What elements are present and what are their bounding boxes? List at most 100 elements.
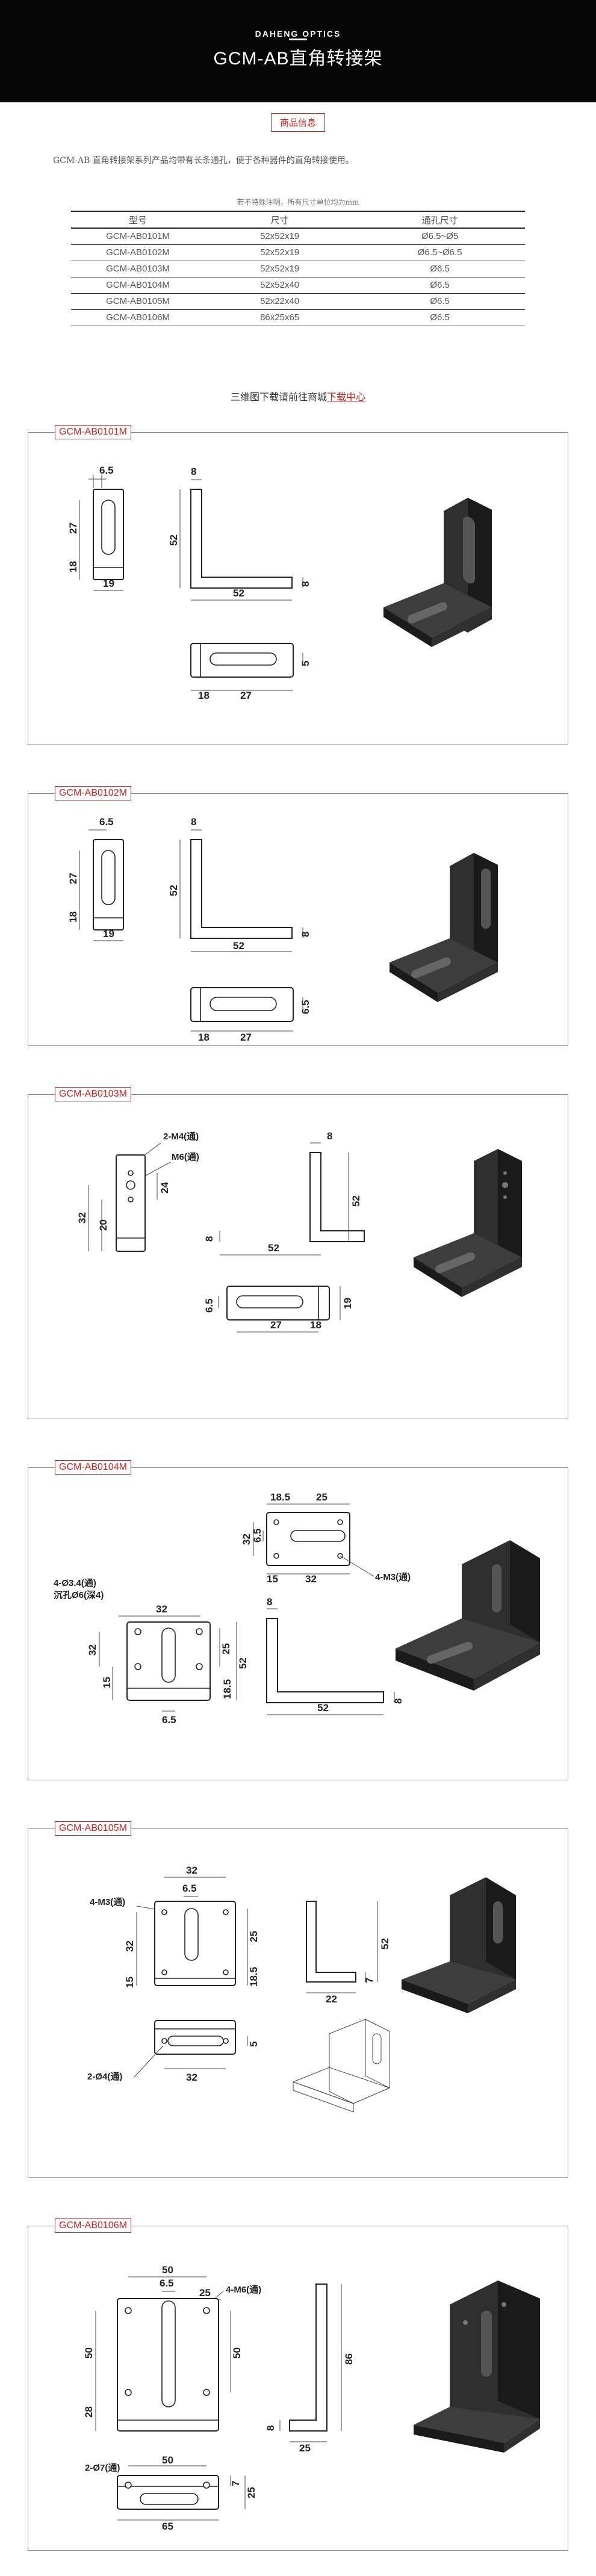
dimension-label: 19	[103, 928, 114, 940]
dimension-label: 25	[299, 2442, 311, 2454]
cell-hole: Ø6.5	[355, 261, 525, 277]
dimension-label: 50	[231, 2347, 243, 2359]
product-render	[402, 1877, 516, 2013]
dimension-label: 27	[240, 690, 252, 701]
dimension-label: M6(通)	[172, 1152, 199, 1162]
dimension-label: 50	[83, 2347, 95, 2359]
dimension-label: 32	[241, 1534, 252, 1545]
cell-model: GCM-AB0101M	[71, 228, 205, 245]
cell-hole: Ø6.5	[355, 309, 525, 326]
dimension-label: 65	[162, 2521, 173, 2532]
drawing-panel-ab0106m: GCM-AB0106M 50 4-M6(通) 6.5 25 50 28 50 8…	[28, 2218, 568, 2551]
dimension-label: 4-M3(通)	[375, 1572, 411, 1582]
dimension-label: 18.5	[248, 1967, 259, 1987]
dimension-label: 5	[300, 661, 311, 666]
dimension-label: 8	[267, 1596, 272, 1608]
dimension-label: 52	[168, 534, 179, 546]
dimension-label: 7	[364, 1978, 375, 1983]
dimension-label: 22	[326, 1993, 337, 2005]
dimension-label: 18	[67, 911, 79, 923]
drawing-panel-ab0105m: GCM-AB0105M 32 4-M3(通) 6.5 32 15 25 18.5…	[28, 1821, 568, 2178]
dimension-label: 4-Ø3.4(通)	[54, 1578, 96, 1588]
download-line: 三维图下载请前往商城下载中心	[0, 389, 596, 403]
product-info-badge: 商品信息	[270, 113, 325, 132]
dimension-label: 6.5	[182, 1883, 197, 1894]
panel-tag: GCM-AB0103M	[55, 1087, 131, 1101]
dimension-label: 8	[191, 466, 196, 477]
dimension-label: 32	[87, 1644, 98, 1656]
dimension-label: 8	[327, 1130, 332, 1142]
panel-tag: GCM-AB0105M	[55, 1821, 131, 1836]
dimension-label: 15	[101, 1677, 113, 1688]
dimension-label: 7	[230, 2481, 241, 2486]
dimension-label: 25	[199, 2287, 211, 2299]
dimension-label: 6.5	[300, 1000, 311, 1014]
dimension-label: 52	[379, 1938, 391, 1949]
drawing-panel-ab0101m: GCM-AB0101M 6.5 27 18 19 8 52 8 52 5 18 …	[28, 425, 568, 745]
table-header-row: 型号 尺寸 通孔尺寸	[71, 211, 525, 229]
cell-size: 52x52x40	[205, 277, 355, 294]
product-render	[383, 498, 492, 647]
brand-name: DAHENG OPTICS	[255, 29, 341, 39]
cell-size: 52x52x19	[205, 244, 355, 261]
wireframe-render	[292, 2019, 391, 2113]
dimension-label: 18	[310, 1319, 321, 1331]
dimension-label: 52	[350, 1195, 362, 1207]
dimension-label: 2-M4(通)	[163, 1132, 199, 1142]
dimension-label: 52	[317, 1702, 329, 1714]
col-model: 型号	[71, 211, 205, 229]
dimension-label: 8	[203, 1236, 215, 1242]
product-render	[390, 853, 498, 1002]
dimension-label: 32	[186, 2072, 197, 2083]
dimension-label: 18	[67, 561, 79, 572]
dimension-label: 2-Ø7(通)	[85, 2463, 120, 2473]
dimension-label: 4-M3(通)	[90, 1897, 125, 1907]
drawing-panel-ab0104m: GCM-AB0104M 18.5 25 32 6.5 15 32 4-M3(通)…	[28, 1460, 568, 1780]
col-hole: 通孔尺寸	[355, 211, 525, 229]
dimension-label: 8	[393, 1698, 404, 1704]
cell-size: 52x52x19	[205, 261, 355, 277]
technical-drawing: 2-M4(通) M6(通) 32 20 24 8 52 8 52 6.5 19 …	[76, 1130, 522, 1333]
dimension-label: 8	[191, 816, 196, 828]
dimension-label: 6.5	[252, 1528, 263, 1543]
download-text: 三维图下载请前往商城	[230, 392, 327, 403]
dimension-label: 4-M6(通)	[226, 2285, 261, 2295]
panel-tag: GCM-AB0106M	[55, 2218, 131, 2233]
cell-model: GCM-AB0104M	[71, 277, 205, 294]
dimension-label: 19	[103, 578, 114, 589]
drawing-panel-ab0103m: GCM-AB0103M 2-M4(通) M6(通) 32 20 24 8 52 …	[28, 1087, 568, 1419]
cell-size: 52x52x19	[205, 228, 355, 245]
product-info-badge-wrap: 商品信息	[0, 113, 596, 132]
dimension-label: 2-Ø4(通)	[87, 2072, 122, 2082]
cell-model: GCM-AB0102M	[71, 244, 205, 261]
dimension-label: 25	[248, 1931, 259, 1942]
dimension-label: 32	[305, 1573, 317, 1585]
dimension-label: 20	[98, 1219, 109, 1231]
dimension-label: 25	[316, 1491, 327, 1503]
dimension-label: 32	[124, 1940, 135, 1952]
dimension-label: 28	[83, 2406, 95, 2418]
dimension-label: 52	[168, 885, 179, 896]
download-center-link[interactable]: 下载中心	[327, 392, 366, 403]
dimension-label: 32	[186, 1865, 197, 1876]
dimension-label: 27	[67, 873, 79, 884]
dimension-label: 18.5	[222, 1679, 233, 1699]
technical-drawing: 6.5 27 18 19 8 52 8 52 6.5 18 27	[67, 816, 498, 1043]
cell-model: GCM-AB0106M	[71, 309, 205, 326]
dimension-label: 19	[342, 1298, 353, 1309]
dimension-label: 32	[76, 1212, 88, 1224]
dimension-label: 25	[246, 2487, 257, 2498]
dimension-label: 24	[159, 1182, 170, 1194]
dimension-label: 27	[240, 1032, 252, 1043]
dimension-label: 32	[156, 1603, 167, 1615]
cell-hole: Ø6.5	[355, 293, 525, 310]
technical-drawing: 6.5 27 18 19 8 52 8 52 5 18 27	[67, 465, 492, 701]
product-intro: GCM-AB 直角转接架系列产品均带有长条通孔，便于各种器件的直角转接使用。	[53, 156, 354, 166]
dimension-label: 18	[198, 690, 210, 701]
dimension-label: 50	[162, 2454, 173, 2466]
